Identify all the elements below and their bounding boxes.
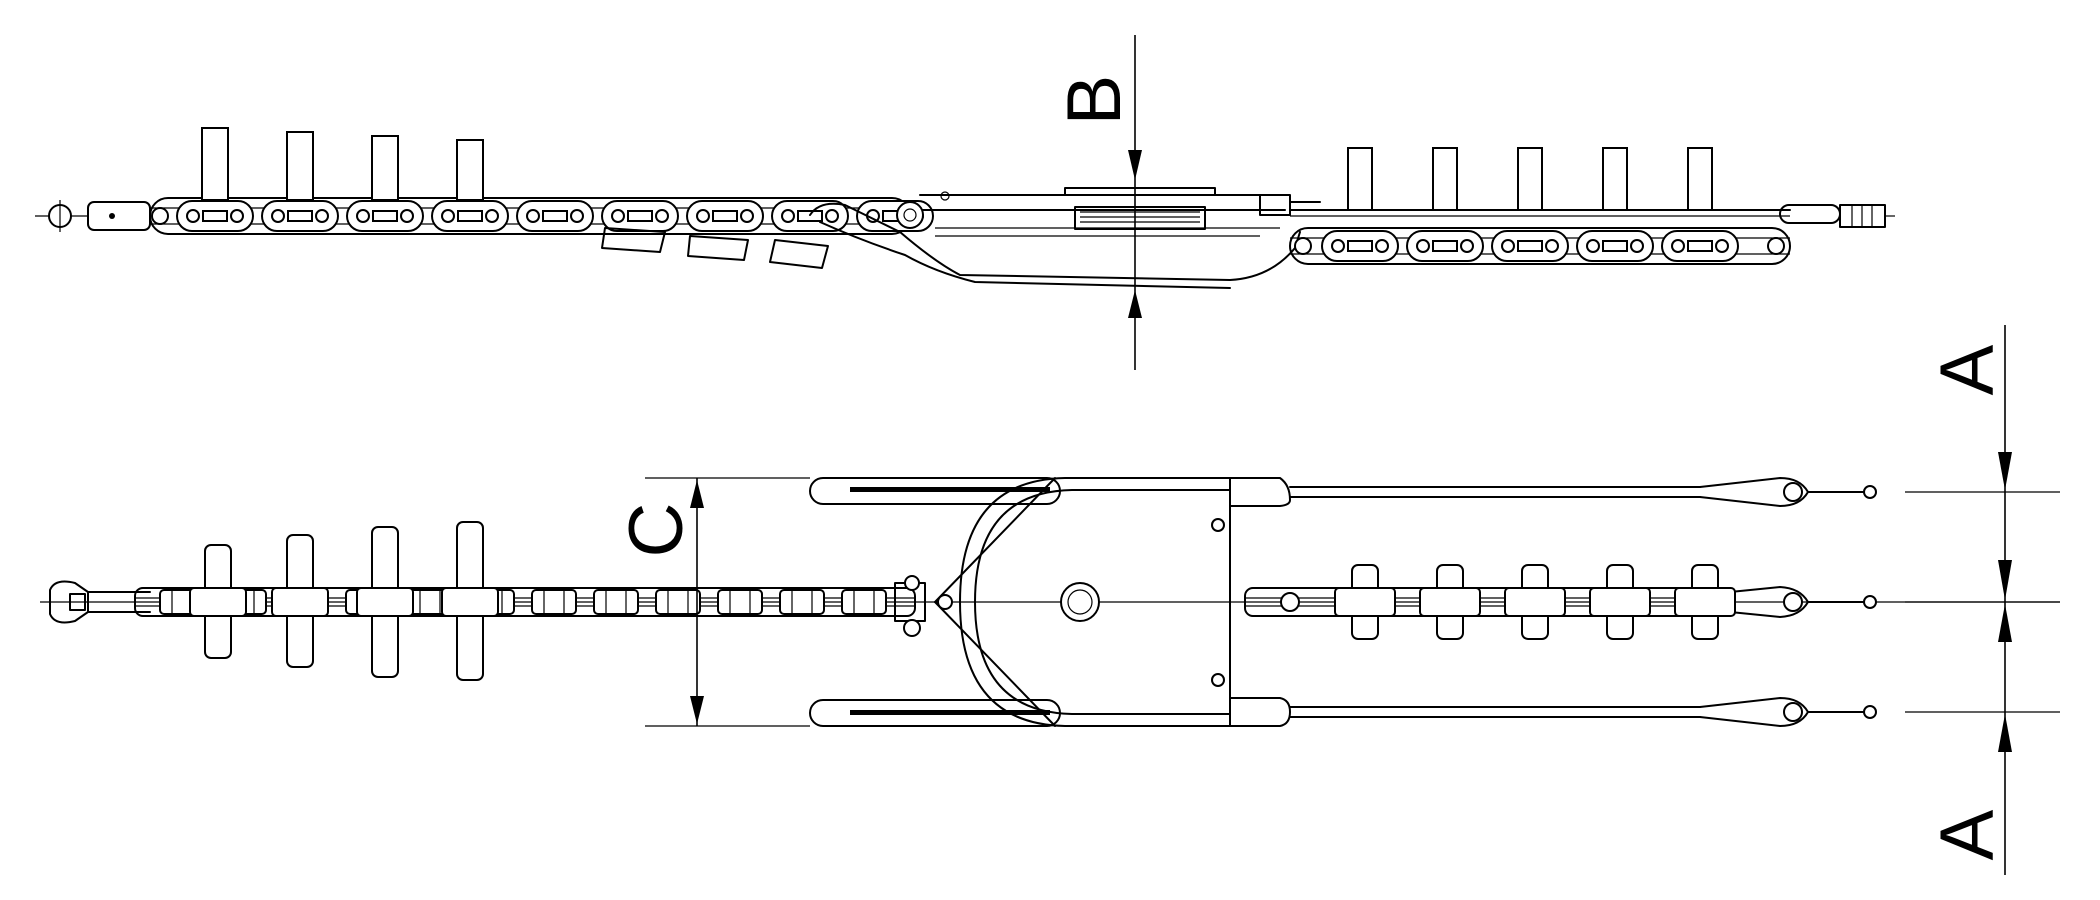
plan-post-collar (356, 587, 414, 617)
dimension-a: A A (1905, 325, 2060, 875)
link-pin (1460, 239, 1474, 253)
link-pin (611, 209, 625, 223)
link-pin (1501, 239, 1515, 253)
link-pin (271, 209, 285, 223)
link-pin (1545, 239, 1559, 253)
link-bar (372, 210, 398, 222)
link-bar (457, 210, 483, 222)
plan-tapered-ends (1699, 477, 1877, 727)
plan-connector (894, 575, 926, 637)
plan-post-collar (1674, 587, 1736, 617)
dimension-label-a-top: A (1925, 344, 2010, 395)
u-frame (934, 477, 1291, 727)
link-pin (1375, 239, 1389, 253)
lower-chain-links (1321, 230, 1739, 262)
chain-post (1517, 147, 1543, 211)
dimension-c: C (614, 477, 810, 727)
plan-middle-chain-posts (1334, 564, 1736, 640)
link-pin (696, 209, 710, 223)
link-pin (1331, 239, 1345, 253)
plan-side-rods (809, 477, 1701, 727)
link-pin (1671, 239, 1685, 253)
link-pin (781, 209, 795, 223)
plan-post-collar (1334, 587, 1396, 617)
chain-post (286, 131, 314, 201)
link-bar (627, 210, 653, 222)
chain-post (201, 127, 229, 201)
link-pin (1630, 239, 1644, 253)
link-pin (315, 209, 329, 223)
dimension-b: B (1052, 35, 1142, 370)
plan-post-collar (441, 587, 499, 617)
lower-chain-posts (1347, 147, 1713, 211)
plan-link (531, 589, 577, 615)
plan-link (655, 589, 701, 615)
left-end-fitting (35, 200, 169, 232)
link-pin (356, 209, 370, 223)
chain-post (1687, 147, 1713, 211)
plan-post-collar (1419, 587, 1481, 617)
dimension-label-b: B (1052, 75, 1137, 126)
dangling-clips (601, 227, 829, 269)
link-pin (1416, 239, 1430, 253)
link-bar (1602, 240, 1628, 252)
right-end-fitting (1289, 204, 1895, 228)
plan-link (779, 589, 825, 615)
link-bar (542, 210, 568, 222)
link-bar (287, 210, 313, 222)
link-pin (186, 209, 200, 223)
link-pin (485, 209, 499, 223)
dimension-label-c: C (614, 503, 699, 558)
link-pin (230, 209, 244, 223)
link-pin (740, 209, 754, 223)
upper-chain-links (176, 200, 934, 232)
chain-post (1347, 147, 1373, 211)
link-pin (1586, 239, 1600, 253)
link-pin (825, 209, 839, 223)
link-bar (202, 210, 228, 222)
plan-post-collar (1589, 587, 1651, 617)
link-pin (526, 209, 540, 223)
chain-post (371, 135, 399, 201)
upper-chain-posts (201, 127, 484, 201)
link-bar (1687, 240, 1713, 252)
link-bar (1517, 240, 1543, 252)
link-pin (655, 209, 669, 223)
link-pin (1715, 239, 1729, 253)
link-bar (1347, 240, 1373, 252)
link-bar (712, 210, 738, 222)
link-pin (570, 209, 584, 223)
dimension-label-a-bottom: A (1925, 809, 2010, 860)
plan-post-collar (271, 587, 329, 617)
plan-left-end-fitting (49, 580, 151, 624)
carriage-body (809, 187, 1321, 289)
plan-link (593, 589, 639, 615)
chain-post (456, 139, 484, 201)
link-pin (400, 209, 414, 223)
plan-link (717, 589, 763, 615)
plan-link (841, 589, 887, 615)
link-pin (441, 209, 455, 223)
link-bar (797, 210, 823, 222)
plan-view: C A A (40, 325, 2060, 875)
chain-post (1432, 147, 1458, 211)
plan-chain-posts (189, 521, 499, 681)
chain-post (1602, 147, 1628, 211)
plan-post-collar (189, 587, 247, 617)
link-bar (1432, 240, 1458, 252)
side-view: B (35, 35, 1895, 370)
plan-post-collar (1504, 587, 1566, 617)
